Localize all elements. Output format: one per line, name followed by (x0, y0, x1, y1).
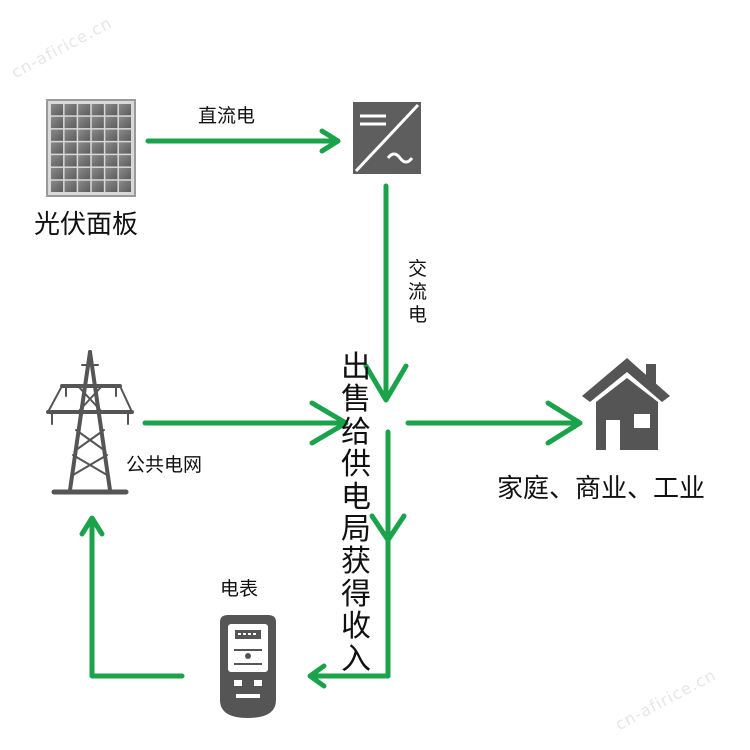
solar-cell (91, 129, 104, 141)
solar-cell (105, 104, 118, 116)
solar-cell (78, 129, 91, 141)
solar-cell (78, 167, 91, 180)
solar-cell (78, 116, 91, 129)
solar-cell (105, 180, 118, 192)
solar-cell (118, 129, 131, 141)
solar-cell (91, 142, 104, 154)
solar-cell (64, 180, 77, 192)
solar-cell (64, 104, 77, 116)
flow-arrows (79, 128, 583, 689)
power-tower-icon (46, 350, 134, 495)
label-income: 出售给供电局获得收入 (341, 350, 371, 677)
solar-cell (118, 167, 131, 180)
solar-cell (118, 180, 131, 192)
arrow-to-consumers (405, 400, 583, 446)
solar-cell (78, 155, 91, 167)
label-dc: 直流电 (198, 105, 256, 127)
solar-cell (91, 104, 104, 116)
label-solar-panel: 光伏面板 (34, 210, 139, 240)
solar-cell (64, 155, 77, 167)
solar-cell (105, 142, 118, 154)
solar-cell (105, 116, 118, 129)
solar-cell (105, 155, 118, 167)
solar-cell (105, 167, 118, 180)
arrow-dc (145, 128, 341, 154)
solar-cell (78, 104, 91, 116)
solar-cell (51, 155, 64, 167)
label-ac: 交流电 (408, 258, 428, 326)
solar-cell (51, 116, 64, 129)
solar-cell (78, 180, 91, 192)
solar-panel-icon (46, 99, 136, 197)
solar-cell (64, 142, 77, 154)
label-consumers: 家庭、商业、工业 (497, 474, 706, 504)
label-grid: 公共电网 (126, 454, 203, 476)
solar-cell (51, 167, 64, 180)
label-meter: 电表 (220, 578, 259, 600)
solar-cell (91, 116, 104, 129)
solar-cell (51, 129, 64, 141)
arrow-grid-in (142, 400, 349, 446)
solar-cell (91, 155, 104, 167)
solar-cell (105, 129, 118, 141)
solar-cell (118, 155, 131, 167)
solar-cell (64, 129, 77, 141)
arrow-ac (363, 183, 409, 403)
arrow-to-meter (307, 663, 391, 689)
solar-cell (64, 167, 77, 180)
house-icon (582, 358, 670, 450)
arrow-down (369, 429, 407, 679)
arrow-meter-to-grid (79, 515, 185, 679)
solar-cell (64, 116, 77, 129)
solar-cell (51, 104, 64, 116)
solar-cell (118, 142, 131, 154)
inverter-icon (353, 102, 421, 174)
solar-cell (78, 142, 91, 154)
solar-cell (118, 116, 131, 129)
solar-cell (91, 180, 104, 192)
solar-cell (51, 180, 64, 192)
solar-cell (51, 142, 64, 154)
solar-cell (91, 167, 104, 180)
solar-cell (118, 104, 131, 116)
electric-meter-icon (220, 615, 276, 718)
